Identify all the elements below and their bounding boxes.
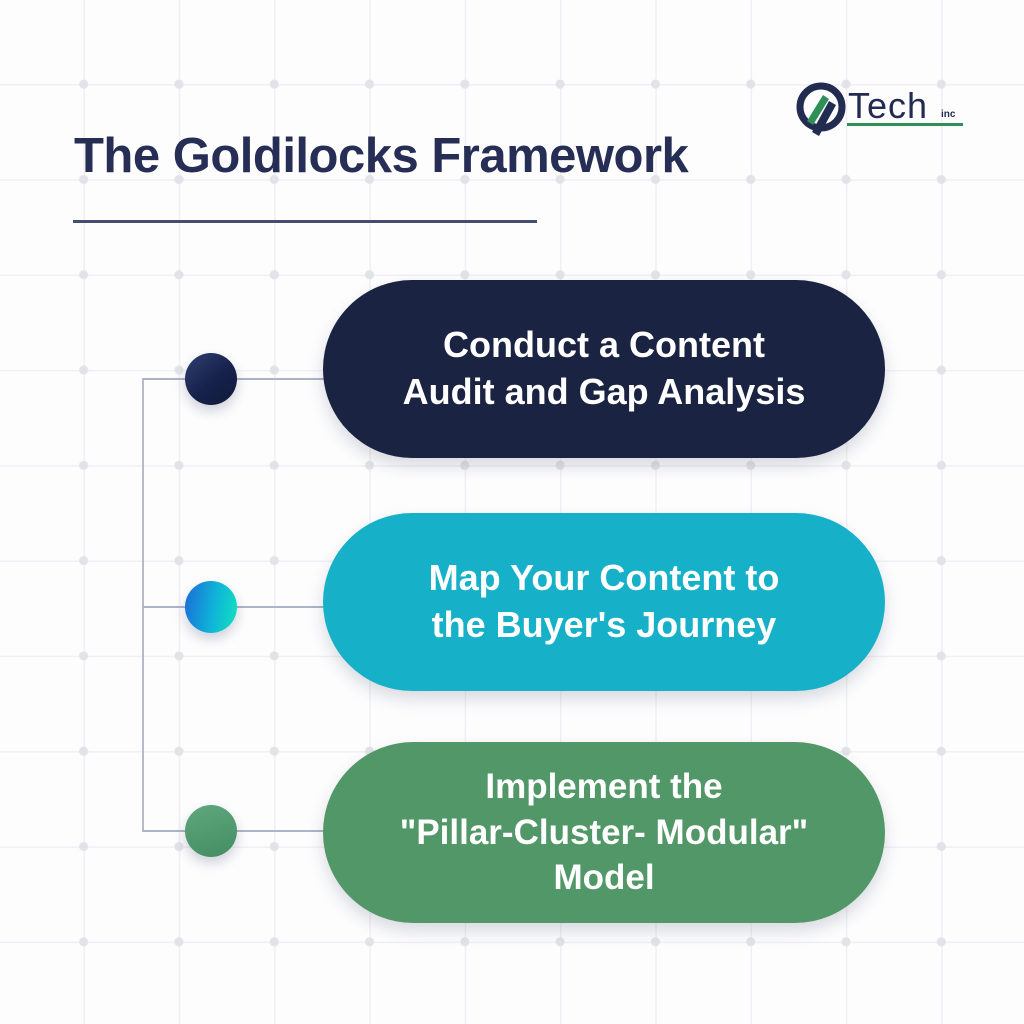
title-underline [73, 220, 537, 223]
logo-q-icon [796, 82, 846, 136]
step-1-bullet-dot [185, 353, 237, 405]
step-1-text-line: Audit and Gap Analysis [402, 371, 806, 412]
connector-vertical-line [142, 378, 144, 832]
step-2-bullet-dot [185, 581, 237, 633]
step-3-text-line: "Pillar-Cluster- Modular" [399, 812, 809, 852]
step-2-text-line: the Buyer's Journey [431, 604, 777, 645]
logo-brand-text: Tech [848, 85, 929, 126]
step-3-text-line: Implement the [485, 767, 723, 807]
company-logo: Tech inc [795, 78, 970, 148]
page-title: The Goldilocks Framework [74, 129, 689, 183]
step-2-pill: Map Your Content to the Buyer's Journey [323, 513, 885, 691]
step-1-text-line: Conduct a Content [443, 324, 765, 366]
step-1-pill: Conduct a Content Audit and Gap Analysis [323, 280, 885, 458]
logo-underline [847, 123, 963, 126]
logo-suffix-text: inc [941, 109, 956, 120]
step-3-bullet-dot [185, 805, 237, 857]
step-3-pill: Implement the "Pillar-Cluster- Modular" … [323, 742, 885, 923]
step-2-text-line: Map Your Content to [428, 557, 780, 599]
step-3-text-line: Model [553, 858, 655, 898]
